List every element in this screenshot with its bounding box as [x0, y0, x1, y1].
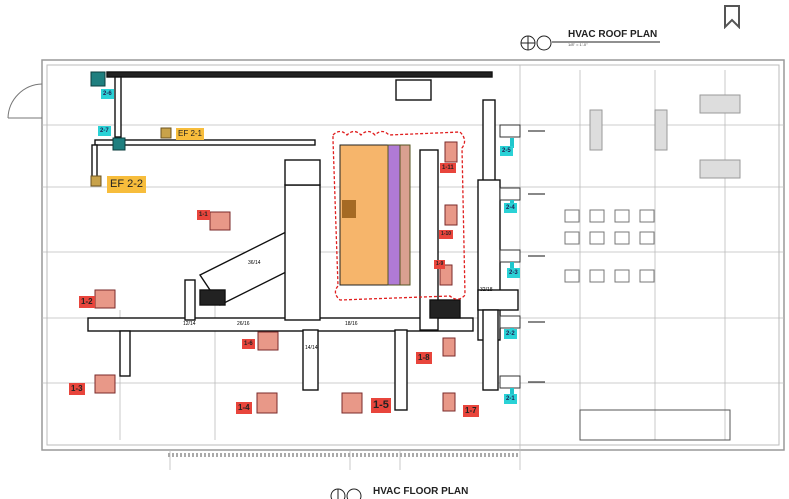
floor-plan-title: HVAC FLOOR PLAN: [373, 486, 469, 497]
floor-unit-label: 1-11: [440, 163, 456, 173]
duct-size-label: 18/16: [345, 321, 358, 327]
floor-unit-label: 1-3: [69, 383, 85, 395]
floor-unit-label: 1-9: [434, 260, 446, 269]
floor-unit-label: 1-2: [79, 296, 95, 308]
bookmark-icon[interactable]: [723, 5, 741, 29]
floor-unit-label: 1-10: [439, 230, 454, 239]
roof-unit-label: 2-3: [507, 268, 520, 278]
exhaust-fan-label: EF 2-2: [107, 176, 147, 193]
floor-unit-label: 1-7: [463, 405, 479, 417]
duct-size-label: 26/16: [237, 321, 250, 327]
exhaust-fan-label: EF 2-1: [176, 128, 205, 140]
duct-size-label: 12/14: [183, 321, 196, 327]
floor-unit-label: 1-4: [236, 402, 252, 414]
roof-unit-label: 2-5: [500, 146, 513, 156]
floor-unit-label: 1-8: [416, 352, 432, 364]
duct-size-label: 36/14: [248, 260, 261, 266]
floor-unit-label: 1-5: [371, 398, 391, 413]
roof-unit-label: 2-6: [101, 89, 114, 99]
duct-size-label: 32/18: [480, 287, 493, 293]
roof-unit-label: 2-7: [98, 126, 111, 136]
roof-plan-title: HVAC ROOF PLAN: [568, 29, 658, 40]
roof-unit-label: 2-1: [504, 394, 517, 404]
roof-plan-scale: 1/8" = 1'-0": [568, 42, 588, 47]
floor-unit-label: 1-6: [242, 339, 255, 349]
roof-unit-label: 2-4: [504, 203, 517, 213]
roof-unit-label: 2-2: [504, 329, 517, 339]
duct-size-label: 14/14: [305, 345, 318, 351]
floor-unit-label: 1-1: [197, 210, 210, 220]
